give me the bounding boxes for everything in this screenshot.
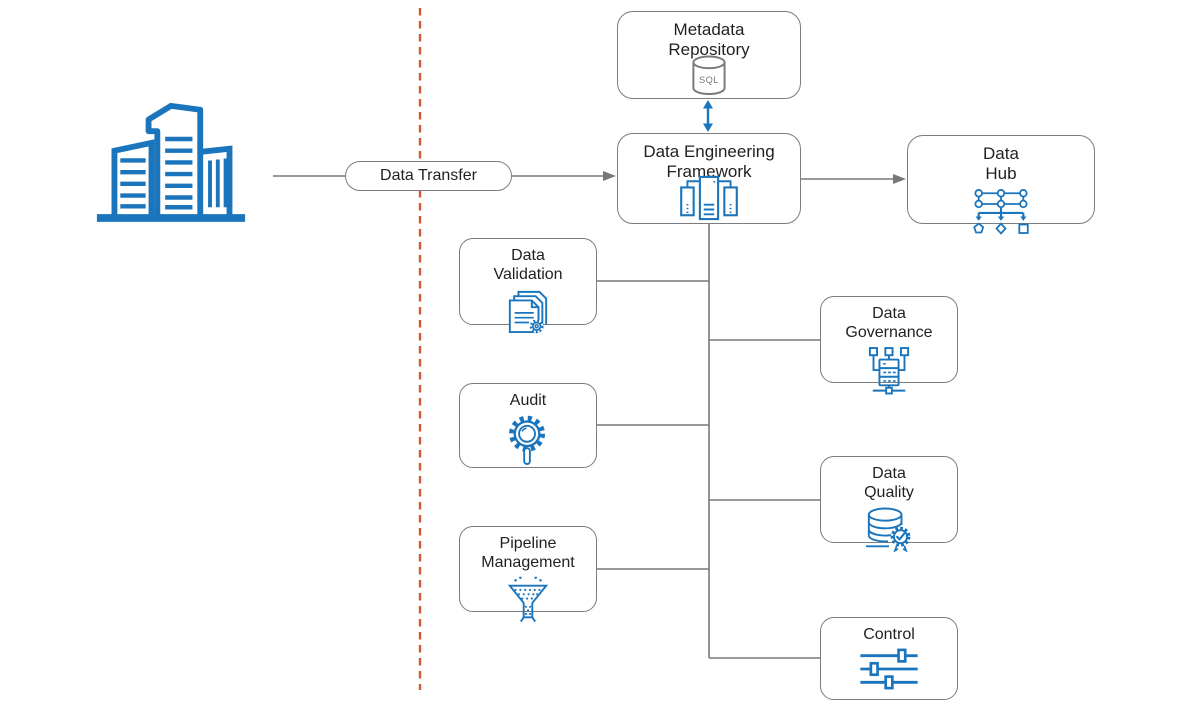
node-label: Metadata Repository xyxy=(668,20,750,60)
node-label: Data Hub xyxy=(983,144,1019,184)
funnel-icon xyxy=(505,576,551,626)
sliders-icon xyxy=(858,648,920,690)
arrowhead-into-framework xyxy=(603,171,616,181)
node-data-engineering-framework: Data Engineering Framework xyxy=(617,133,801,224)
data-transfer-label: Data Transfer xyxy=(380,167,477,184)
node-data-governance: Data Governance xyxy=(820,296,958,395)
node-data-quality: Data Quality xyxy=(820,456,958,552)
node-metadata-repository: Metadata Repository SQL xyxy=(617,11,801,99)
data-distribution-icon xyxy=(965,187,1037,237)
arrowhead-down xyxy=(703,123,713,132)
arrowhead-into-hub xyxy=(893,174,906,184)
node-label: Audit xyxy=(509,392,547,409)
office-buildings-icon xyxy=(93,94,249,223)
node-pipeline-management: Pipeline Management xyxy=(459,526,597,622)
node-data-hub: Data Hub xyxy=(907,135,1095,235)
gear-magnifier-icon xyxy=(504,414,552,466)
node-label: Data Governance xyxy=(845,305,933,341)
node-control: Control xyxy=(820,617,958,700)
node-label: Pipeline Management xyxy=(481,535,575,571)
node-label: Data Validation xyxy=(493,247,563,283)
node-audit: Audit xyxy=(459,383,597,468)
data-transfer-pill: Data Transfer xyxy=(345,161,512,191)
sql-database-icon: SQL xyxy=(691,55,728,96)
node-data-validation: Data Validation xyxy=(459,238,597,333)
server-racks-icon xyxy=(677,175,741,221)
documents-gear-icon xyxy=(506,288,550,334)
arrowhead-up xyxy=(703,100,713,109)
node-label: Control xyxy=(863,626,915,643)
database-badge-icon xyxy=(864,506,914,552)
server-nodes-icon xyxy=(867,346,911,396)
node-label: Data Quality xyxy=(864,465,914,501)
sql-label: SQL xyxy=(699,75,719,85)
node-label: Data Engineering Framework xyxy=(643,142,775,182)
